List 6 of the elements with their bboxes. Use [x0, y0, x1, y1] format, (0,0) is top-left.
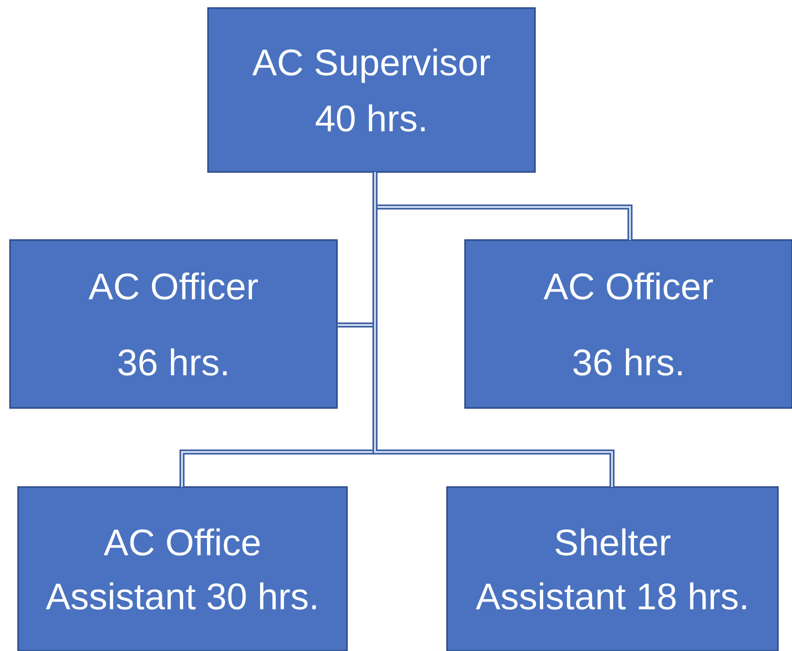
role-box: AC Office Assistant 30 hrs. — [17, 486, 348, 651]
role-box: AC Officer 36 hrs. — [9, 239, 338, 409]
connector-line — [372, 172, 614, 487]
role-box: AC Supervisor 40 hrs. — [207, 7, 536, 173]
role-box: Shelter Assistant 18 hrs. — [446, 486, 779, 651]
role-box: AC Officer 36 hrs. — [464, 239, 792, 409]
